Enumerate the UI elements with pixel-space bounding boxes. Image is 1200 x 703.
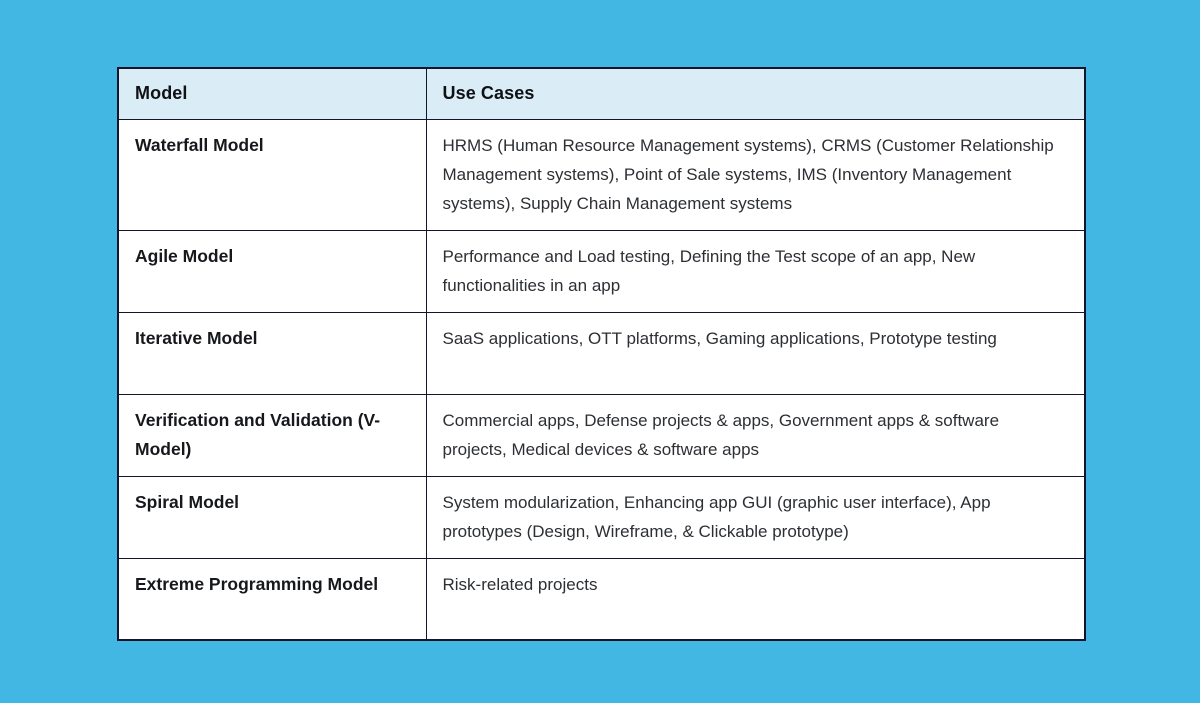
model-cell: Verification and Validation (V-Model) [117, 393, 427, 477]
model-cell: Waterfall Model [117, 118, 427, 231]
table-row: Verification and Validation (V-Model) Co… [117, 393, 1086, 477]
use-cases-cell: Commercial apps, Defense projects & apps… [425, 393, 1086, 477]
models-use-cases-table: Model Use Cases Waterfall Model HRMS (Hu… [117, 67, 1086, 641]
use-cases-cell: HRMS (Human Resource Management systems)… [425, 118, 1086, 231]
table-row: Iterative Model SaaS applications, OTT p… [117, 311, 1086, 395]
table-header-row: Model Use Cases [117, 67, 1086, 120]
use-cases-cell: Performance and Load testing, Defining t… [425, 229, 1086, 313]
use-cases-cell: Risk-related projects [425, 557, 1086, 641]
model-cell: Iterative Model [117, 311, 427, 395]
model-cell: Agile Model [117, 229, 427, 313]
use-cases-cell: System modularization, Enhancing app GUI… [425, 475, 1086, 559]
column-header-model: Model [117, 67, 427, 120]
use-cases-cell: SaaS applications, OTT platforms, Gaming… [425, 311, 1086, 395]
model-cell: Extreme Programming Model [117, 557, 427, 641]
model-cell: Spiral Model [117, 475, 427, 559]
table-row: Extreme Programming Model Risk-related p… [117, 557, 1086, 641]
column-header-use-cases: Use Cases [425, 67, 1086, 120]
table-row: Spiral Model System modularization, Enha… [117, 475, 1086, 559]
table-row: Waterfall Model HRMS (Human Resource Man… [117, 118, 1086, 231]
table-row: Agile Model Performance and Load testing… [117, 229, 1086, 313]
